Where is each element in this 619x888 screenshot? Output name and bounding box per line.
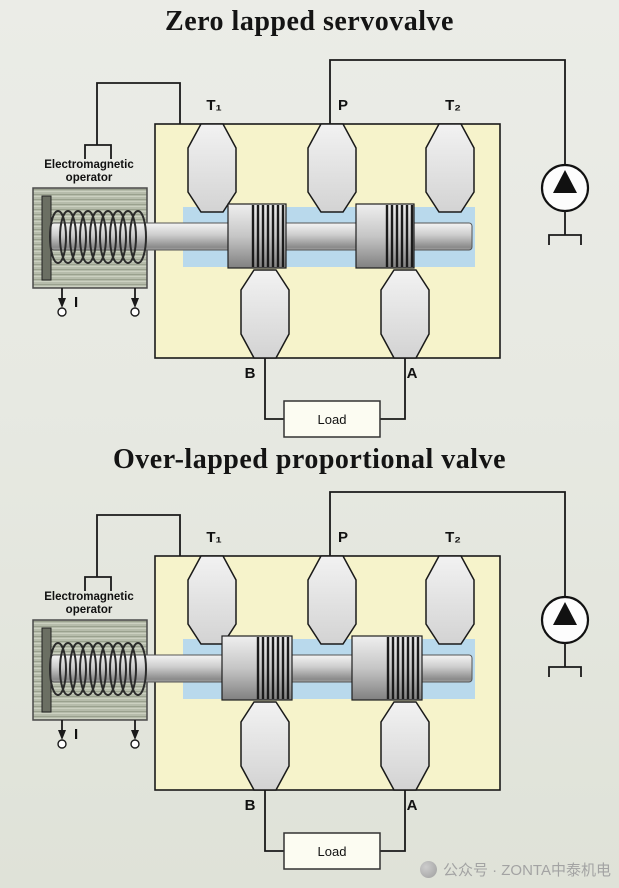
load-box [283,832,381,870]
port-p [307,555,357,645]
pump-symbol [540,595,590,677]
port-a [380,701,430,791]
spool-land-left [221,635,293,701]
label-a: A [407,365,418,382]
wechat-account-logo-icon [419,861,437,878]
solenoid-coil-icon [49,210,147,264]
diagram-title-proportional-valve: Over-lapped proportional valve [113,444,506,475]
label-t1: T₁ [206,529,221,546]
tank-symbol [548,234,582,245]
label-p: P [338,97,348,114]
label-t1: T₁ [206,97,221,114]
label-a: A [407,797,418,814]
solenoid-coil-icon [49,642,147,696]
load-line-b [264,790,284,852]
current-terminals: I [57,720,140,749]
arrow-down-icon [131,730,139,740]
current-label: I [74,726,78,743]
current-label: I [74,294,78,311]
operator-label-line2: operator [66,172,113,184]
port-b [240,269,290,359]
port-t1 [187,555,237,645]
port-p [307,123,357,213]
load-label: Load [318,412,347,427]
pilot-line [96,514,181,577]
load-line-b [264,358,284,420]
pump-triangle-icon [553,602,577,625]
arrow-down-icon [58,298,66,308]
arrow-down-icon [58,730,66,740]
label-b: B [245,365,256,382]
operator-bracket [84,144,112,159]
label-t2: T₂ [445,529,461,546]
spool-land-right [355,203,415,269]
current-terminals: I [57,288,140,317]
load-line-a [380,358,406,420]
pilot-line [96,82,181,145]
label-p: P [338,529,348,546]
operator-label-line1: Electromagnetic [44,159,134,171]
label-t2: T₂ [445,97,461,114]
diagram-title-servovalve: Zero lapped servovalve [165,6,454,37]
watermark-text: 公众号 · ZONTA中泰机电 [442,862,611,879]
operator-label-line1: Electromagnetic [44,591,134,603]
pressure-supply-line [329,59,566,165]
pressure-supply-line [329,491,566,597]
load-label: Load [318,844,347,859]
port-t2 [425,123,475,213]
operator-label-line2: operator [66,604,113,616]
port-a [380,269,430,359]
arrow-down-icon [131,298,139,308]
pump-symbol [540,163,590,245]
load-box [283,400,381,438]
watermark: 公众号 · ZONTA中泰机电 [419,859,611,880]
load-line-a [380,790,406,852]
spool-land-left [227,203,287,269]
spool-land-right [351,635,423,701]
port-t2 [425,555,475,645]
operator-bracket [84,576,112,591]
port-b [240,701,290,791]
label-b: B [245,797,256,814]
pump-triangle-icon [553,170,577,193]
servovalve-diagram: Load I T₁ P T₂ B A Electromagnetic opera… [32,59,590,438]
tank-symbol [548,666,582,677]
port-towers [187,123,475,359]
port-t1 [187,123,237,213]
port-towers [187,555,475,791]
proportional-valve-diagram: Load I T₁ P T₂ B A Electromagnetic opera… [32,491,590,870]
